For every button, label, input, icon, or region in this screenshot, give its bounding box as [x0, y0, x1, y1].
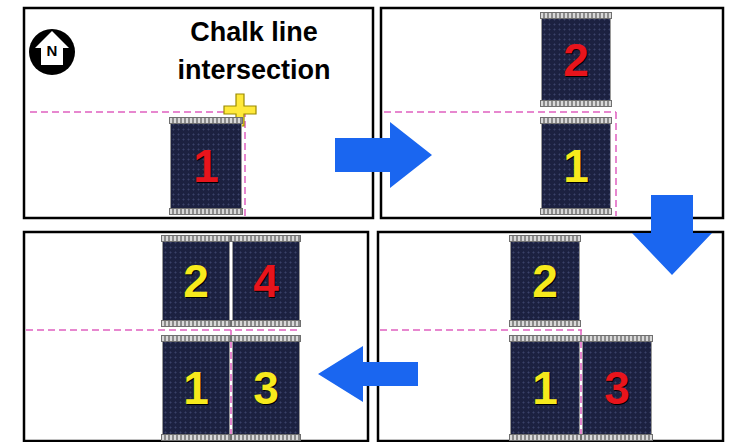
chalk-line: [384, 111, 616, 113]
carpet-tile: 1: [510, 335, 580, 441]
step-panel: [24, 232, 368, 441]
carpet-tile: 2: [162, 235, 230, 327]
chalk-line: [26, 329, 300, 331]
step-number: 3: [233, 365, 299, 411]
title-note: Chalk line intersection: [138, 13, 370, 89]
tile-rail: [169, 117, 243, 124]
step-panel: [381, 8, 723, 218]
tile-rail: [161, 235, 231, 242]
north-letter: N: [42, 42, 62, 60]
tile-rail: [509, 320, 581, 327]
tile-rail: [231, 235, 301, 242]
step-number: 1: [163, 365, 229, 411]
step-number: 2: [163, 258, 229, 304]
tile-rail: [161, 335, 231, 342]
step-number: 1: [542, 143, 610, 189]
step-number: 3: [583, 365, 651, 411]
tile-rail: [540, 100, 612, 107]
tile-rail: [509, 235, 581, 242]
tile-rail: [509, 335, 581, 342]
tile-rail: [509, 434, 581, 441]
tile-rail: [540, 117, 612, 124]
flow-arrow: [335, 122, 432, 188]
tile-rail: [231, 320, 301, 327]
tile-rail: [231, 335, 301, 342]
north-arrow: [35, 31, 69, 65]
tile-rail: [540, 208, 612, 215]
chalk-line: [380, 329, 582, 331]
step-number: 1: [171, 143, 241, 189]
flow-arrow: [632, 195, 712, 275]
carpet-tile: 3: [582, 335, 652, 441]
tile-rail: [169, 208, 243, 215]
carpet-tile: 2: [541, 12, 611, 107]
north-icon: [29, 29, 75, 75]
carpet-tile: 3: [232, 335, 300, 441]
step-number: 2: [542, 37, 610, 83]
tile-rail: [231, 434, 301, 441]
carpet-tile: 1: [541, 117, 611, 215]
carpet-tile: 1: [170, 117, 242, 215]
tile-rail: [161, 320, 231, 327]
tile-rail: [581, 434, 653, 441]
carpet-tile: 2: [510, 235, 580, 327]
tile-rail: [161, 434, 231, 441]
carpet-tile: 4: [232, 235, 300, 327]
chalk-line: [615, 112, 617, 216]
tile-rail: [540, 12, 612, 19]
step-number: 2: [511, 258, 579, 304]
flow-arrow: [318, 346, 418, 402]
step-number: 1: [511, 365, 579, 411]
chalk-line: [30, 111, 245, 113]
carpet-tile: 1: [162, 335, 230, 441]
step-panel: [24, 8, 373, 218]
tile-rail: [581, 335, 653, 342]
step-number: 4: [233, 258, 299, 304]
